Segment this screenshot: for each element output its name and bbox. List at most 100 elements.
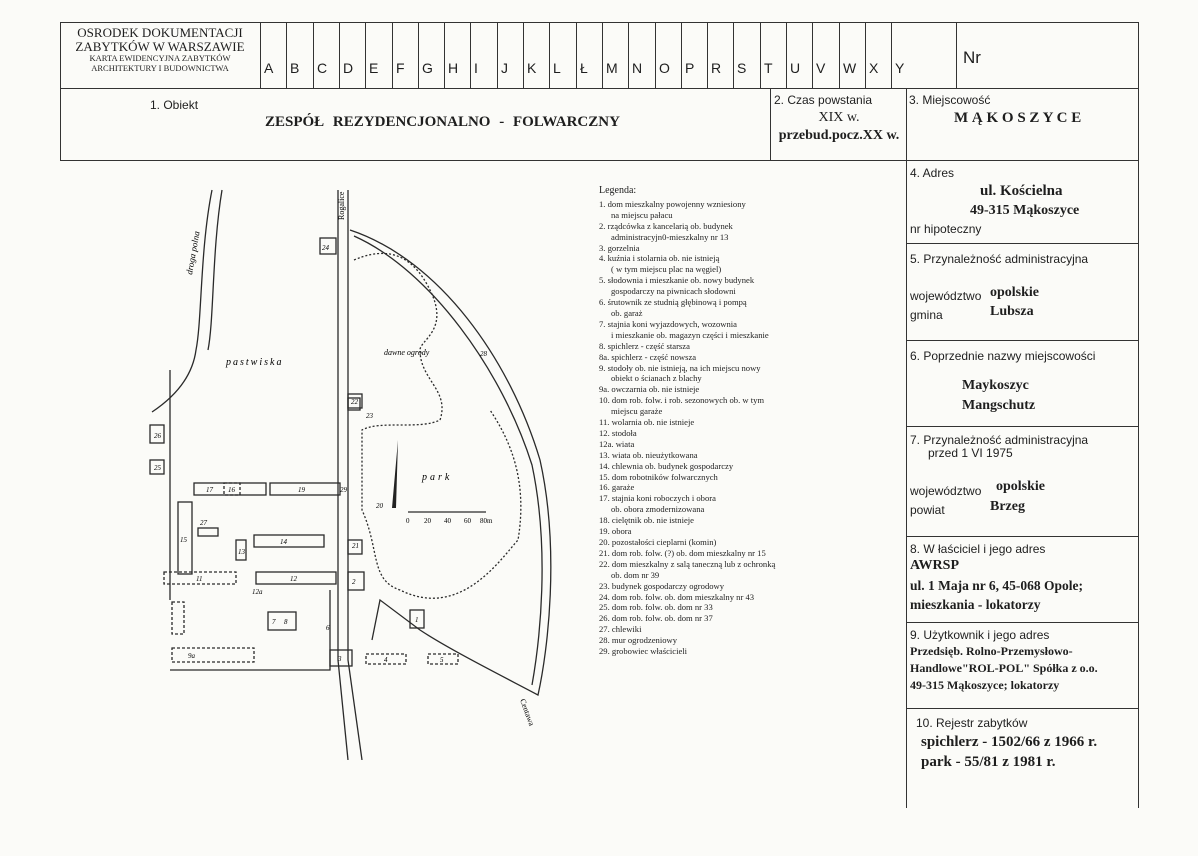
letter-cell-divider xyxy=(760,22,761,88)
adres-value1: ul. Kościelna xyxy=(980,183,1063,199)
map-num-17: 17 xyxy=(206,486,214,494)
letter-cell: P xyxy=(685,60,695,76)
legend-item: 6. śrutownik ze studnią głębinową i pomp… xyxy=(599,297,747,308)
legend-item: 17. stajnia koni roboczych i obora xyxy=(599,493,716,504)
legend-item: 15. dom robotników folwarcznych xyxy=(599,471,718,482)
building-19 xyxy=(269,482,341,496)
legend-item: obiekt o ścianach z blachy xyxy=(611,373,702,384)
czas-label: 2. Czas powstania xyxy=(774,93,873,107)
scale-tick-40: 40 xyxy=(444,517,452,525)
institution-line4: ARCHITEKTURY I BUDOWNICTWA xyxy=(91,62,229,73)
building-4 xyxy=(365,653,407,665)
institution-line3: KARTA EWIDENCYJNA ZABYTKÓW xyxy=(89,53,231,63)
czas-value2: przebud.pocz.XX w. xyxy=(778,128,900,143)
building-5 xyxy=(427,653,459,665)
wojewodztwo-label: województwo xyxy=(910,289,982,303)
letter-cell: E xyxy=(369,60,379,76)
letter-cell-divider xyxy=(786,22,787,88)
legend-item: i mieszkanie ob. magazyn części i mieszk… xyxy=(611,329,769,340)
poprzednie-value2: Mangschutz xyxy=(962,398,1036,413)
letter-cell-divider xyxy=(470,22,471,88)
letter-cell-divider xyxy=(523,22,524,88)
letter-cell: F xyxy=(396,60,405,76)
legend-item: 1. dom mieszkalny powojenny wzniesiony xyxy=(599,198,746,209)
uzytkownik-label: 9. Użytkownik i jego adres xyxy=(910,628,1050,642)
wlasciciel-value3: mieszkania - lokatorzy xyxy=(910,597,1041,612)
letter-cell: B xyxy=(290,60,300,76)
institution-block: OSRODEK DOKUMENTACJI ZABYTKÓW W WARSZAWI… xyxy=(62,26,258,73)
scale-tick-80: 80m xyxy=(480,517,493,525)
letter-cell-divider xyxy=(733,22,734,88)
top-border xyxy=(60,22,1138,23)
legend-item: 29. grobowiec właścicieli xyxy=(599,646,688,657)
building-13 xyxy=(235,539,247,561)
map-num-9a: 9a xyxy=(188,652,196,660)
institution-line2: ZABYTKÓW W WARSZAWIE xyxy=(75,39,245,54)
map-num-16: 16 xyxy=(228,486,236,494)
legend-item: 20. pozostałości cieplarni (komin) xyxy=(599,537,717,547)
scale-tick-60: 60 xyxy=(464,517,472,525)
legend-item: 16. garaże xyxy=(599,482,635,493)
rejestr-label: 10. Rejestr zabytków xyxy=(916,716,1028,730)
legend-item: ob. dom nr 39 xyxy=(611,569,660,580)
letter-cell-divider xyxy=(392,22,393,88)
map-num-11: 11 xyxy=(196,575,202,583)
legend-item: 26. dom rob. folw. ob. dom nr 37 xyxy=(599,613,713,624)
letter-cell-divider xyxy=(418,22,419,88)
map-num-5: 5 xyxy=(440,656,444,664)
obiekt-label: 1. Obiekt xyxy=(150,98,199,112)
building-18 xyxy=(223,482,241,496)
nr-label: Nr xyxy=(963,48,981,67)
powiat-label: powiat xyxy=(910,503,945,517)
letter-cell: K xyxy=(527,60,537,76)
map-num-12a: 12a xyxy=(252,588,263,596)
legend-item: 2. rządcówka z kancelarią ob. budynek xyxy=(599,220,733,231)
letter-cell-divider xyxy=(313,22,314,88)
rejestr-value1: spichlerz - 1502/66 z 1966 r. xyxy=(921,734,1098,750)
building-14 xyxy=(253,534,325,548)
building-24 xyxy=(319,237,337,255)
row1-divider-a xyxy=(770,88,771,160)
legend-item: 11. wolarnia ob. nie istnieje xyxy=(599,417,695,428)
building-2 xyxy=(347,571,365,591)
section6-border xyxy=(906,340,1138,341)
legend-item: 14. chlewnia ob. budynek gospodarczy xyxy=(599,460,734,471)
map-num-19: 19 xyxy=(298,486,306,494)
map-num-3: 3 xyxy=(337,655,342,663)
building-9a xyxy=(171,647,255,663)
letter-cell: I xyxy=(474,60,478,76)
letter-cell-divider xyxy=(891,22,892,88)
letter-cell: R xyxy=(711,60,722,76)
letter-cell-divider xyxy=(339,22,340,88)
map-num-8: 8 xyxy=(284,618,288,626)
map-num-20: 20 xyxy=(376,502,384,510)
gmina-label: gmina xyxy=(910,308,943,322)
legend-item: 25. dom rob. folw. ob. dom nr 33 xyxy=(599,602,713,613)
legend-item: 18. cielętnik ob. nie istnieje xyxy=(599,515,694,526)
map-label-ogrody: dawne ogrody xyxy=(384,348,430,357)
map-num-25: 25 xyxy=(154,464,162,472)
legend-item: 22. dom mieszkalny z salą taneczną lub z… xyxy=(599,558,776,569)
scale-tick-20: 20 xyxy=(424,517,432,525)
letter-cell: A xyxy=(264,60,274,76)
hipoteczny-label: nr hipoteczny xyxy=(910,222,982,236)
legend-item: 4. kuźnia i stolarnia ob. nie istnieją xyxy=(599,253,720,264)
letter-cell: W xyxy=(843,60,857,76)
legend-item: 7. stajnia koni wyjazdowych, wozownia xyxy=(599,318,737,329)
legend-item: 24. dom rob. folw. ob. dom mieszkalny nr… xyxy=(599,591,755,602)
map-num-6: 6 xyxy=(326,624,330,632)
main-road-right xyxy=(347,190,363,760)
map-num-21: 21 xyxy=(352,542,359,550)
map-num-7: 7 xyxy=(272,618,276,626)
park-boundary xyxy=(349,229,552,696)
legend-item: ob. garaż xyxy=(611,307,643,318)
adres-value2: 49-315 Mąkoszyce xyxy=(970,203,1080,218)
wojewodztwo2-label: województwo xyxy=(910,484,982,498)
map-num-12: 12 xyxy=(290,575,298,583)
letter-cell-divider xyxy=(707,22,708,88)
legend-item: 10. dom rob. folw. i rob. sezonowych ob.… xyxy=(599,395,765,406)
letter-cell-divider xyxy=(576,22,577,88)
wojewodztwo2-value: opolskie xyxy=(996,479,1046,494)
site-plan-map: droga polna pastwiska dawne ogrody park … xyxy=(149,189,552,760)
map-label-road-bottom: Centawa xyxy=(518,698,536,728)
